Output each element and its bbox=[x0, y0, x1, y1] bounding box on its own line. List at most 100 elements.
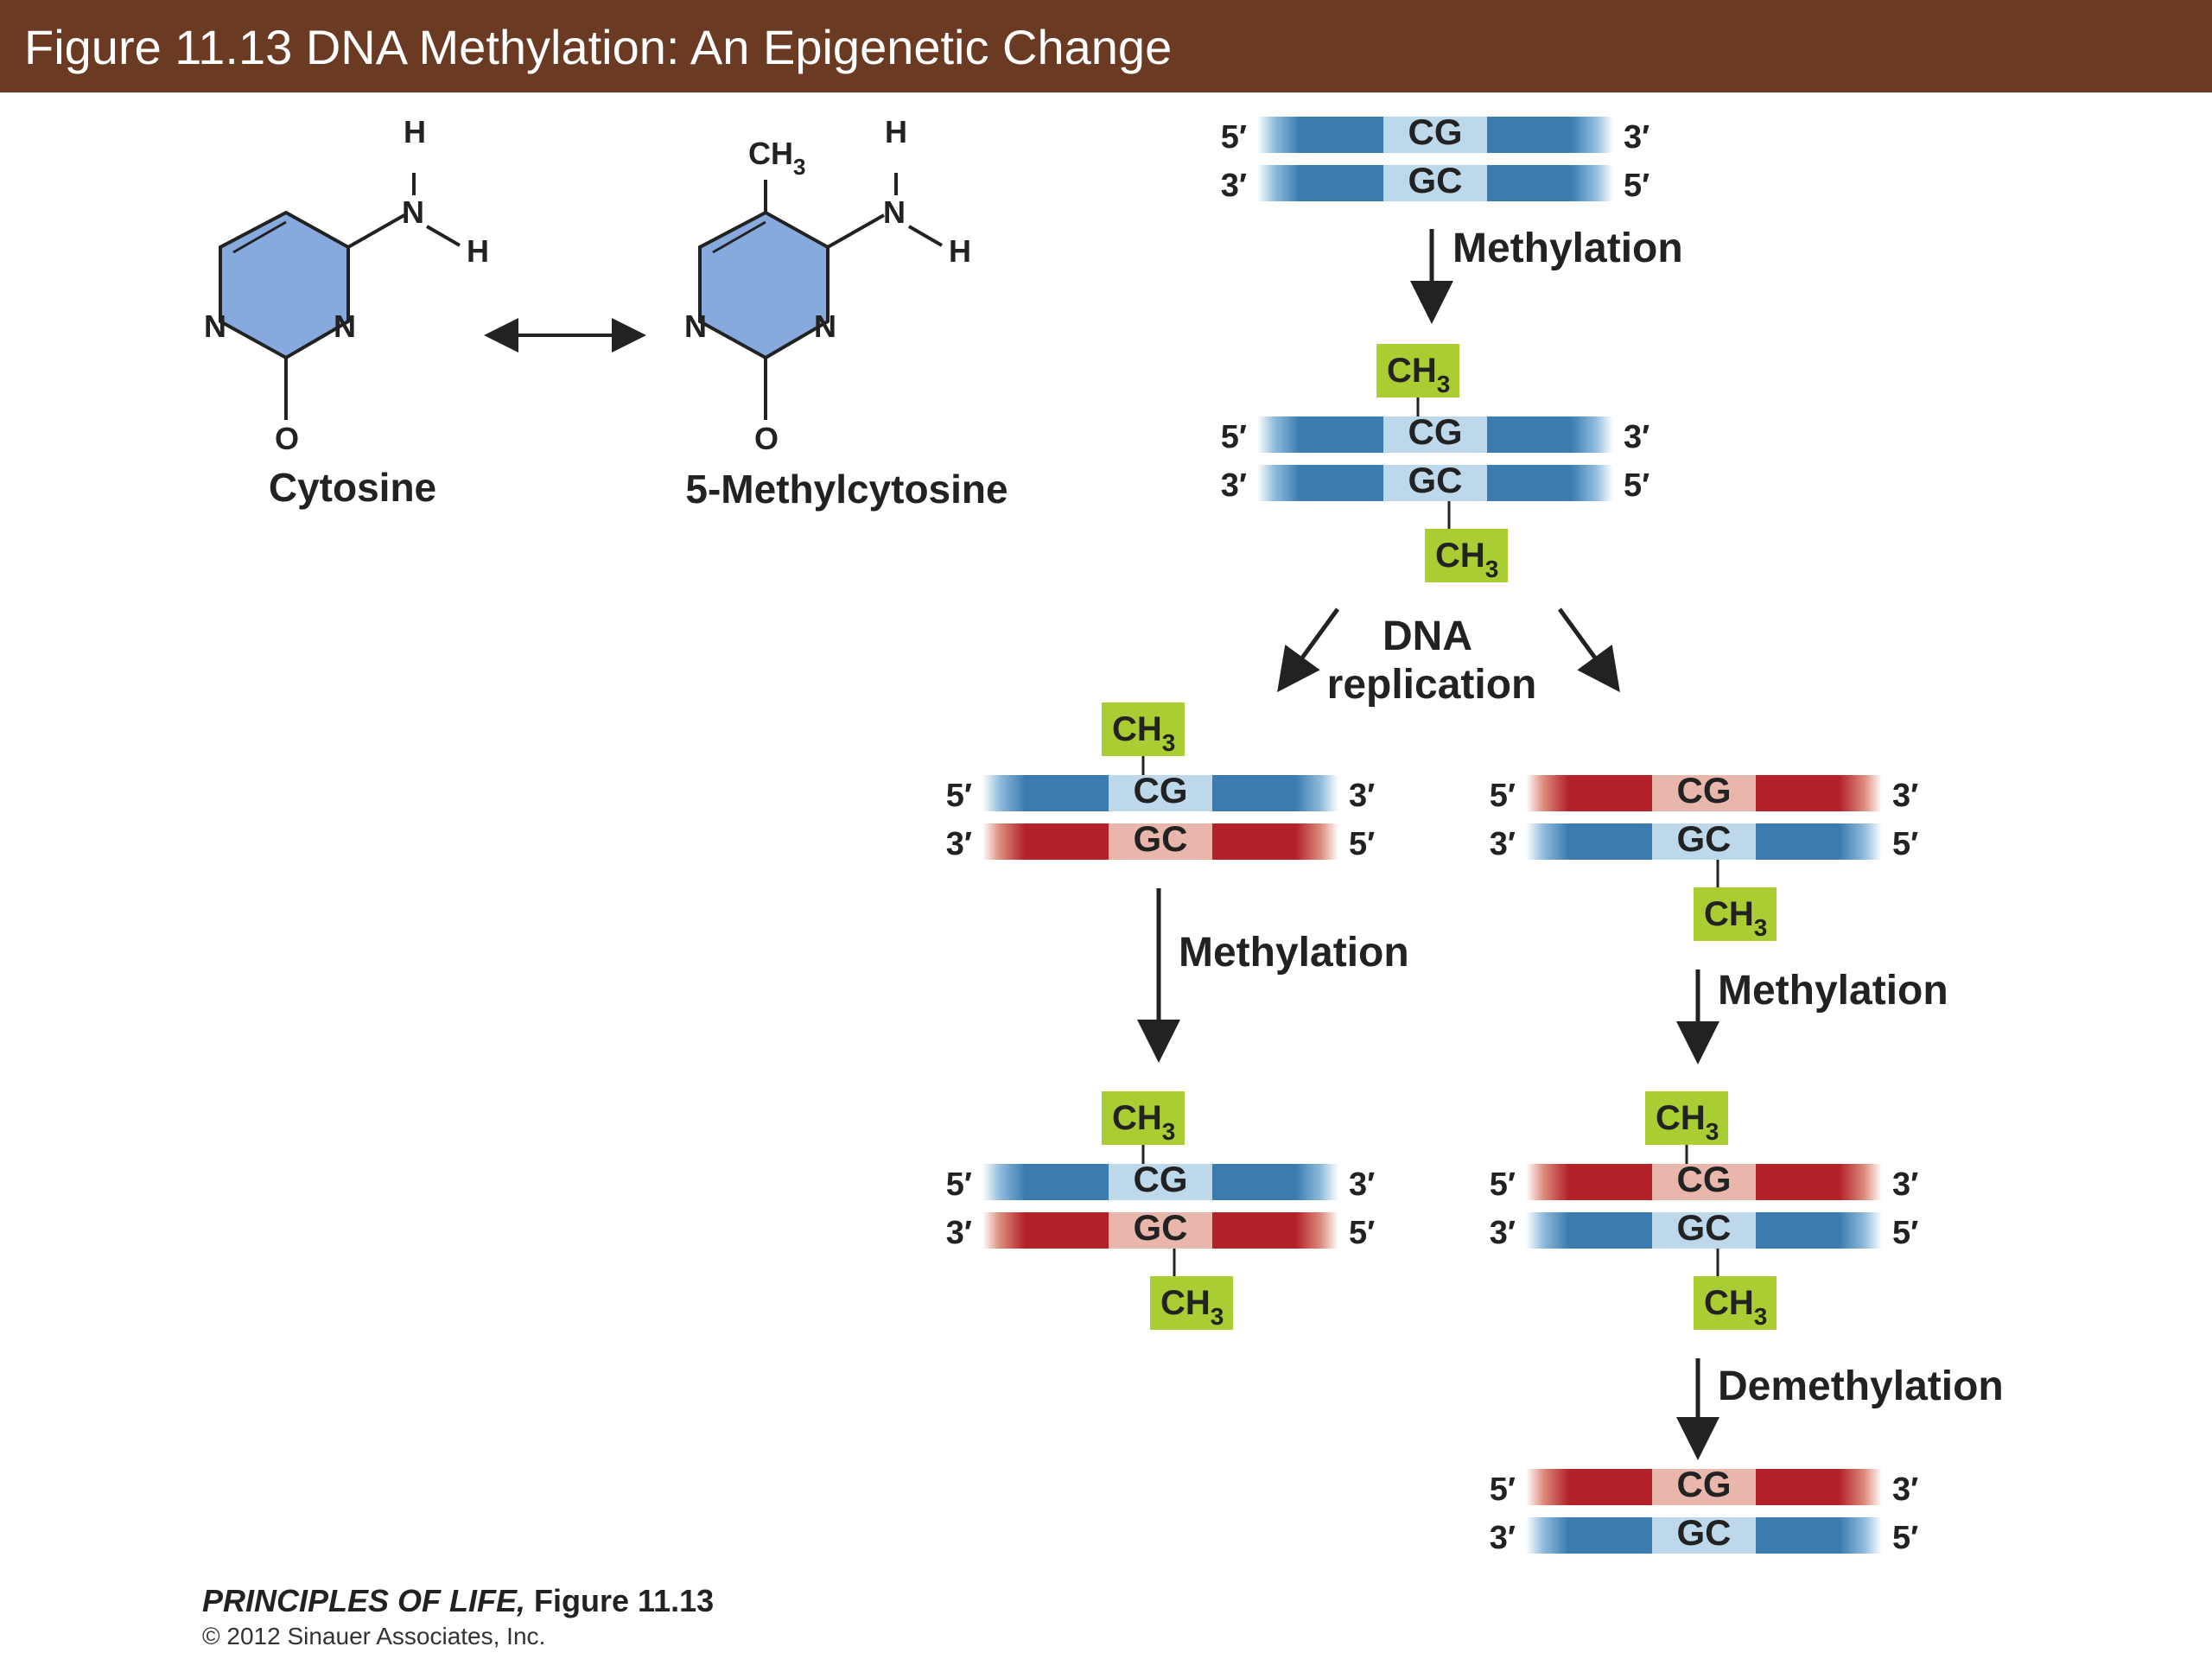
cytosine-n3: N bbox=[334, 308, 356, 344]
arrow-replication-right bbox=[1557, 607, 1620, 693]
end-label-5-bottom: 5′ bbox=[1892, 1215, 1918, 1251]
cytosine-n1: N bbox=[204, 308, 226, 344]
methylcytosine-ring bbox=[698, 210, 830, 360]
cytosine-h-top: H bbox=[404, 114, 426, 149]
end-label-5-top: 5′ bbox=[1221, 119, 1247, 156]
end-label-3-bottom: 3′ bbox=[1490, 1215, 1516, 1251]
label-replication-line1: DNA bbox=[1382, 613, 1472, 659]
dna-duplexes: CGGC5′3′3′5′CH3CH3CGGC5′3′3′5′CH3CGGC5′3… bbox=[946, 111, 1919, 1556]
end-label-3-top: 3′ bbox=[1892, 1471, 1918, 1508]
methyl-tag bbox=[1694, 1276, 1777, 1330]
methylcytosine-label: 5-Methylcytosine bbox=[685, 467, 1007, 512]
process-arrows bbox=[1137, 229, 1719, 1460]
end-label-5-bottom: 5′ bbox=[1349, 826, 1375, 862]
arrow-replication-left bbox=[1277, 607, 1340, 693]
methylcytosine-n-amine: N bbox=[883, 194, 906, 230]
strand-bottom-bases: GC bbox=[1408, 460, 1463, 500]
end-label-5-bottom: 5′ bbox=[1892, 826, 1918, 862]
end-label-3-top: 3′ bbox=[1349, 778, 1375, 814]
end-label-5-top: 5′ bbox=[1221, 419, 1247, 455]
strand-top-base-pair bbox=[1383, 416, 1487, 453]
strand-bottom-base-pair bbox=[1652, 823, 1756, 860]
strand-bottom-base-pair bbox=[1383, 465, 1487, 501]
end-label-3-bottom: 3′ bbox=[1490, 1520, 1516, 1556]
end-label-3-top: 3′ bbox=[1892, 1166, 1918, 1203]
methylcytosine-n1: N bbox=[684, 308, 707, 344]
methylcytosine-n3: N bbox=[814, 308, 836, 344]
strand-bottom-base-pair bbox=[1109, 1212, 1212, 1249]
strand-top-bases: CG bbox=[1134, 770, 1188, 810]
methyl-tag-label: CH3 bbox=[1656, 1099, 1719, 1145]
strand-top-bases: CG bbox=[1677, 1464, 1732, 1504]
end-label-3-top: 3′ bbox=[1624, 119, 1649, 156]
methyl-tag bbox=[1102, 1091, 1185, 1145]
copyright: © 2012 Sinauer Associates, Inc. bbox=[202, 1623, 546, 1649]
duplex-demethylated: CG GC 5′ 3′ 3′ 5′ bbox=[1490, 1464, 1919, 1556]
methyl-tag bbox=[1150, 1276, 1233, 1330]
strand-bottom-base-pair bbox=[1383, 165, 1487, 201]
cytosine-n-amine: N bbox=[402, 194, 424, 230]
cytosine-o: O bbox=[275, 421, 299, 456]
methylcytosine-h-side: H bbox=[949, 233, 971, 269]
strand-bottom-base-pair bbox=[1652, 1212, 1756, 1249]
strand-top-bases: CG bbox=[1134, 1159, 1188, 1199]
end-label-5-top: 5′ bbox=[946, 1166, 972, 1203]
label-methylation-right: Methylation bbox=[1718, 968, 1948, 1014]
strand-top-base-pair bbox=[1652, 1469, 1756, 1505]
end-label-3-bottom: 3′ bbox=[946, 1215, 972, 1251]
book-title: PRINCIPLES OF LIFE, bbox=[202, 1583, 526, 1618]
strand-top-bases: CG bbox=[1408, 111, 1463, 152]
end-label-5-top: 5′ bbox=[1490, 778, 1516, 814]
strand-top-base-pair bbox=[1383, 117, 1487, 153]
label-demethylation: Demethylation bbox=[1718, 1363, 2004, 1409]
methylcytosine-o: O bbox=[754, 421, 779, 456]
end-label-5-bottom: 5′ bbox=[1349, 1215, 1375, 1251]
end-label-3-bottom: 3′ bbox=[946, 826, 972, 862]
cytosine-h-side: H bbox=[467, 233, 489, 269]
end-label-5-bottom: 5′ bbox=[1892, 1520, 1918, 1556]
strand-bottom-bases: GC bbox=[1677, 1512, 1732, 1553]
methyl-tag bbox=[1376, 344, 1459, 397]
book-citation: PRINCIPLES OF LIFE, Figure 11.13 bbox=[202, 1583, 714, 1619]
methylcytosine-structure: CH3 H N H N N O 5-Methylcytosine bbox=[684, 114, 1008, 512]
label-methylation-top: Methylation bbox=[1452, 226, 1683, 271]
label-methylation-left: Methylation bbox=[1179, 930, 1409, 976]
strand-top-base-pair bbox=[1109, 775, 1212, 811]
end-label-5-bottom: 5′ bbox=[1624, 168, 1649, 204]
end-label-5-top: 5′ bbox=[1490, 1166, 1516, 1203]
strand-bottom-bases: GC bbox=[1134, 818, 1188, 859]
methyl-tag bbox=[1645, 1091, 1728, 1145]
strand-bottom-bases: GC bbox=[1677, 818, 1732, 859]
methylation-diagram: H N H N N O Cytosine CH3 H N H N N O 5-M… bbox=[204, 111, 2004, 1556]
duplex-replica-right: CH3 CG GC 5′ 3′ 3′ 5′ bbox=[1490, 770, 1918, 941]
methyl-tag-label: CH3 bbox=[1704, 1284, 1767, 1330]
strand-top-bases: CG bbox=[1677, 770, 1732, 810]
methyl-tag-label: CH3 bbox=[1435, 537, 1498, 582]
methyl-tag bbox=[1425, 529, 1508, 582]
end-label-5-bottom: 5′ bbox=[1624, 467, 1649, 504]
title-bar: Figure 11.13 DNA Methylation: An Epigene… bbox=[0, 0, 2212, 92]
methyl-tag bbox=[1694, 887, 1777, 941]
end-label-3-top: 3′ bbox=[1349, 1166, 1375, 1203]
methyl-tag-label: CH3 bbox=[1387, 352, 1450, 397]
end-label-3-top: 3′ bbox=[1892, 778, 1918, 814]
end-label-3-bottom: 3′ bbox=[1490, 826, 1516, 862]
cytosine-label: Cytosine bbox=[269, 465, 436, 510]
methylcytosine-h-top: H bbox=[885, 114, 907, 149]
end-label-3-bottom: 3′ bbox=[1221, 168, 1247, 204]
strand-bottom-bases: GC bbox=[1134, 1207, 1188, 1248]
end-label-5-top: 5′ bbox=[1490, 1471, 1516, 1508]
methyl-tag bbox=[1102, 702, 1185, 756]
methyl-tag-label: CH3 bbox=[1704, 895, 1767, 941]
methyl-tag-label: CH3 bbox=[1160, 1284, 1224, 1330]
end-label-3-bottom: 3′ bbox=[1221, 467, 1247, 504]
methylcytosine-methyl: CH3 bbox=[748, 136, 805, 180]
strand-bottom-base-pair bbox=[1652, 1517, 1756, 1554]
strand-top-base-pair bbox=[1652, 775, 1756, 811]
end-label-3-top: 3′ bbox=[1624, 419, 1649, 455]
